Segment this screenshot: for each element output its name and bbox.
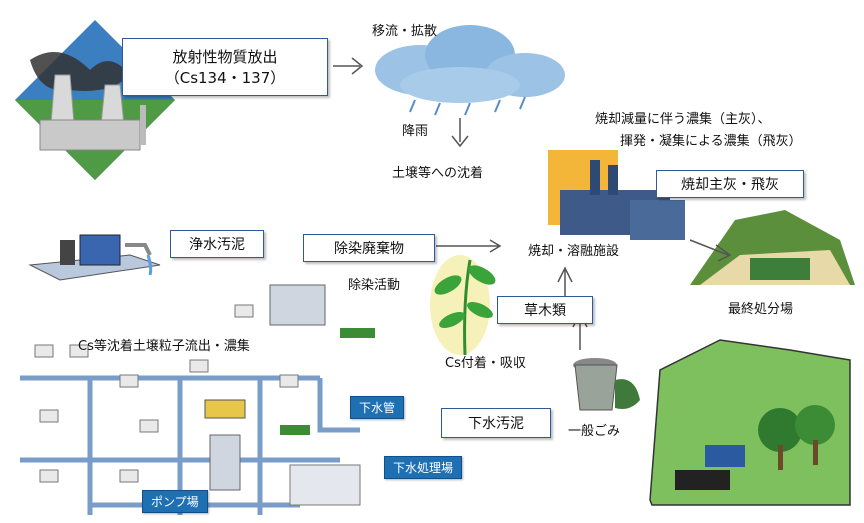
forest-illustration: [649, 339, 851, 506]
landfill-illustration: [690, 210, 855, 285]
cloud-illustration: [375, 25, 565, 116]
sewage-plant-label: 下水処理場: [384, 456, 463, 479]
trash-can-illustration: [573, 358, 640, 411]
general-waste-label: 一般ごみ: [568, 424, 621, 439]
migration-label: 移流・拡散: [372, 24, 438, 39]
release-box: 放射性物質放出 （Cs134・137）: [122, 38, 328, 96]
release-line2: （Cs134・137）: [164, 69, 286, 87]
vegetation-box: 草木類: [497, 296, 593, 324]
release-line1: 放射性物質放出: [172, 48, 278, 66]
deposition-label: 土壌等への沈着: [392, 166, 484, 181]
adsorption-label: Cs付着・吸収: [445, 356, 526, 371]
runoff-label: Cs等沈着土壌粒子流出・濃集: [78, 339, 250, 354]
vegetation-illustration: [430, 255, 496, 356]
ash-box: 焼却主灰・飛灰: [656, 170, 804, 198]
rainfall-label: 降雨: [402, 124, 429, 139]
final-disposal-label: 最終処分場: [728, 302, 794, 317]
decon-activity-label: 除染活動: [348, 278, 401, 293]
volatilization-label: 揮発・凝集による濃集（飛灰）: [620, 134, 802, 149]
water-sludge-box: 浄水汚泥: [170, 230, 264, 258]
incineration-label: 焼却・溶融施設: [528, 244, 620, 259]
pump-station-label: ポンプ場: [142, 490, 208, 513]
decon-waste-box: 除染廃棄物: [303, 234, 435, 262]
sewer-pipe-label: 下水管: [350, 396, 405, 419]
sewage-sludge-box: 下水汚泥: [441, 408, 551, 438]
incinerator-illustration: [548, 150, 685, 240]
water-plant-illustration: [28, 234, 161, 281]
city-sewer-illustration: [20, 284, 375, 515]
concentration-label: 焼却減量に伴う濃集（主灰）、: [595, 112, 771, 127]
